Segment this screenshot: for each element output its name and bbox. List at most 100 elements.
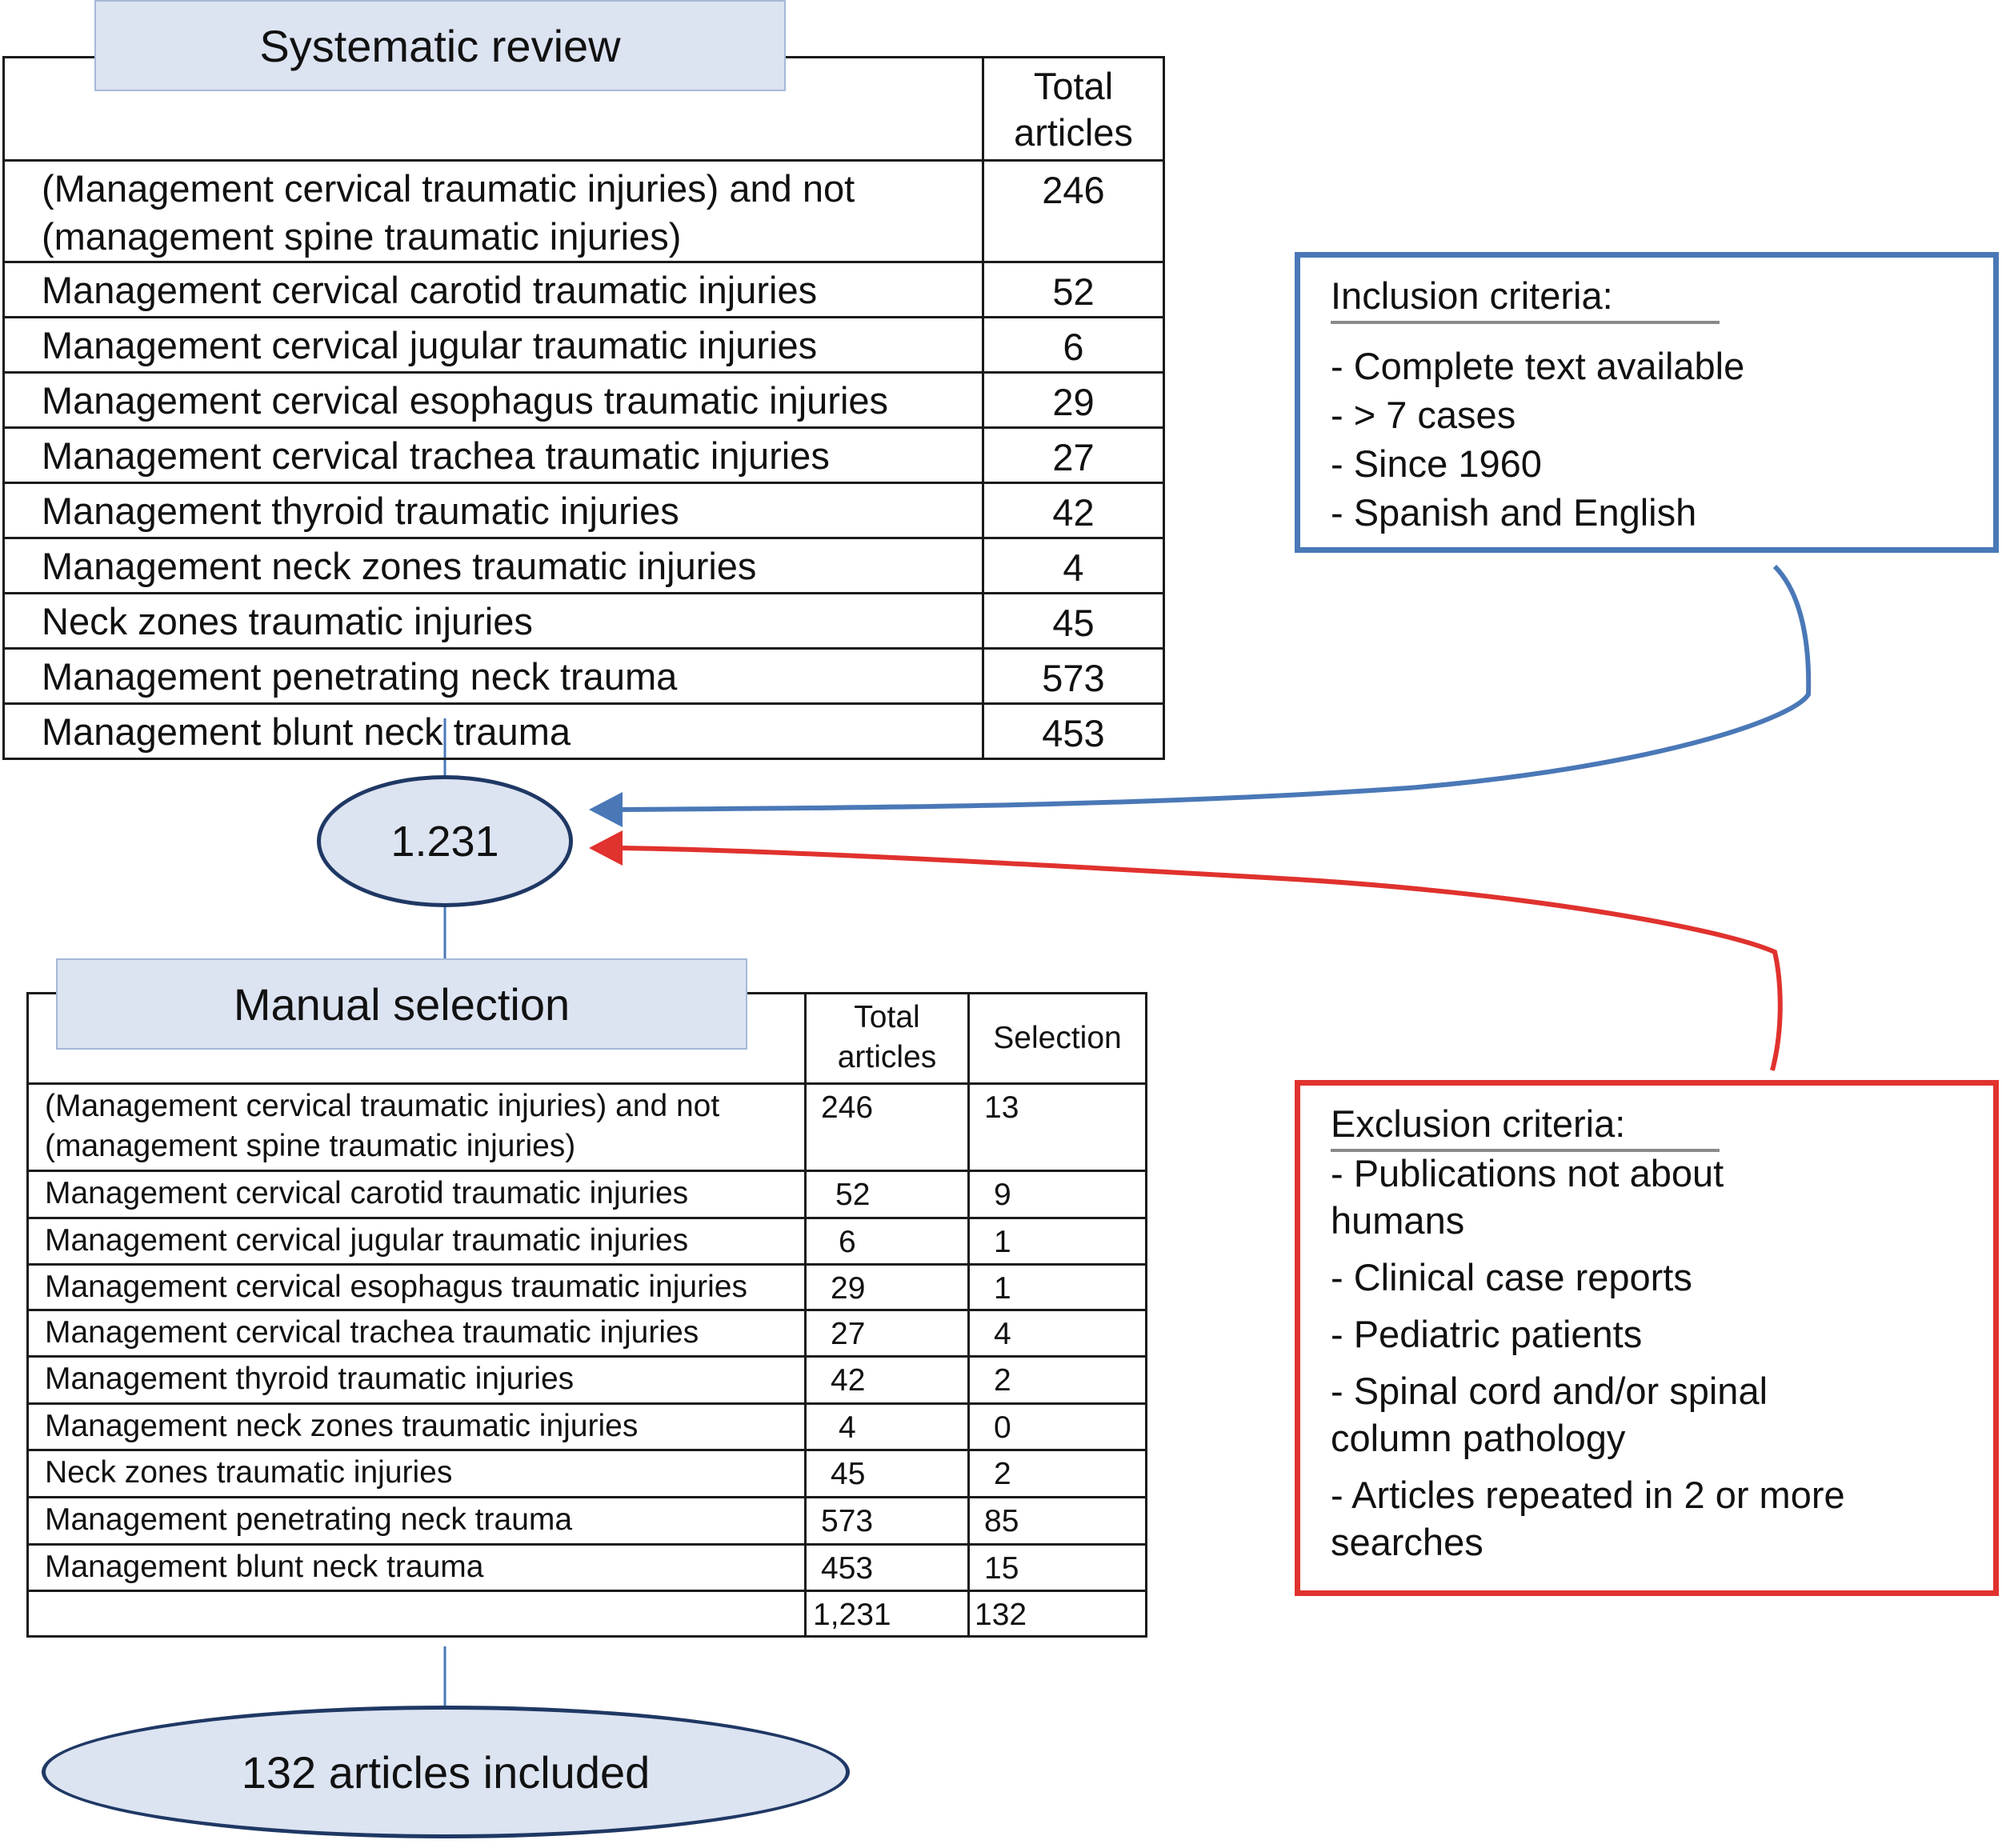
list-item: - Spanish and English	[1331, 491, 1697, 534]
inclusion-criteria-title: Inclusion criteria:	[1331, 274, 1720, 324]
sum-row-label	[26, 1590, 807, 1638]
list-item: - Spinal cord and/or spinal column patho…	[1331, 1370, 1768, 1459]
row-label: Neck zones traumatic injuries	[2, 592, 984, 650]
exclusion-criteria-title: Exclusion criteria:	[1331, 1102, 1720, 1152]
inclusion-criteria-box: Inclusion criteria: - Complete text avai…	[1295, 252, 1999, 553]
row-total: 6	[982, 316, 1165, 374]
list-item: - Pediatric patients	[1331, 1313, 1643, 1355]
row-selection: 13	[967, 1082, 1147, 1172]
list-item: - > 7 cases	[1331, 394, 1516, 436]
table-row: Management cervical trachea traumatic in…	[26, 1309, 1147, 1358]
row-label: Management neck zones traumatic injuries	[26, 1402, 807, 1451]
row-selection: 0	[967, 1402, 1147, 1451]
list-item: - Publications not about humans	[1331, 1152, 1724, 1242]
list-item: - Clinical case reports	[1331, 1256, 1692, 1298]
row-label: Management cervical jugular traumatic in…	[26, 1217, 807, 1266]
row-label: Management thyroid traumatic injuries	[2, 482, 984, 539]
table-row: Management cervical esophagus traumatic …	[26, 1263, 1147, 1311]
row-label: Management cervical carotid traumatic in…	[26, 1170, 807, 1219]
row-total: 246	[804, 1082, 970, 1172]
row-label: (Management cervical traumatic injuries)…	[26, 1082, 807, 1172]
row-selection: 2	[967, 1355, 1147, 1405]
row-total: 45	[804, 1449, 970, 1498]
row-label: Management cervical esophagus traumatic …	[2, 371, 984, 429]
table-row: Management cervical carotid traumatic in…	[2, 261, 1165, 318]
list-item: - Complete text available	[1331, 345, 1745, 387]
systematic-review-table: Total articles (Management cervical trau…	[2, 56, 1165, 760]
table-row: (Management cervical traumatic injuries)…	[26, 1082, 1147, 1172]
articles-included-text: 132 articles included	[241, 1746, 651, 1798]
row-total: 573	[982, 647, 1165, 705]
table-row: Management cervical jugular traumatic in…	[2, 316, 1165, 374]
inclusion-arrow	[615, 564, 1812, 812]
exclusion-arrowhead	[589, 830, 623, 866]
row-total: 453	[982, 702, 1165, 760]
manual-selection-table: Total articles Selection (Management cer…	[26, 992, 1147, 1638]
row-total: 4	[982, 537, 1165, 594]
row-total: 246	[982, 159, 1165, 263]
table-row: Management neck zones traumatic injuries…	[26, 1402, 1147, 1451]
row-label: Management cervical trachea traumatic in…	[26, 1309, 807, 1358]
row-total: 52	[982, 261, 1165, 318]
row-selection: 2	[967, 1449, 1147, 1498]
exclusion-criteria-box: Exclusion criteria: - Publications not a…	[1295, 1080, 1999, 1596]
articles-included-node: 132 articles included	[42, 1706, 850, 1838]
row-label: Management cervical esophagus traumatic …	[26, 1263, 807, 1311]
inclusion-criteria-list: - Complete text available - > 7 cases - …	[1331, 342, 1969, 537]
systematic-review-title: Systematic review	[94, 0, 786, 91]
table-row: Management cervical trachea traumatic in…	[2, 426, 1165, 484]
row-selection: 1	[967, 1263, 1147, 1311]
row-total: 45	[982, 592, 1165, 650]
row-label: Management blunt neck trauma	[2, 702, 984, 760]
row-total: 6	[804, 1217, 970, 1266]
sum-selection: 132	[967, 1590, 1147, 1638]
manual-selection-selection-header: Selection	[967, 992, 1147, 1085]
row-selection: 85	[967, 1496, 1147, 1546]
row-total: 27	[804, 1309, 970, 1358]
row-label: Management blunt neck trauma	[26, 1543, 807, 1592]
manual-selection-title-text: Manual selection	[233, 978, 571, 1030]
row-selection: 9	[967, 1170, 1147, 1219]
table-row: Management cervical esophagus traumatic …	[2, 371, 1165, 429]
total-articles-value: 1.231	[390, 817, 499, 866]
row-label: Management penetrating neck trauma	[2, 647, 984, 705]
systematic-review-title-text: Systematic review	[259, 20, 621, 71]
list-item: - Since 1960	[1331, 442, 1542, 485]
row-label: Management neck zones traumatic injuries	[2, 537, 984, 594]
row-total: 4	[804, 1402, 970, 1451]
manual-selection-total-header: Total articles	[804, 992, 970, 1085]
row-selection: 1	[967, 1217, 1147, 1266]
row-total: 42	[982, 482, 1165, 539]
row-label: Management thyroid traumatic injuries	[26, 1355, 807, 1405]
row-selection: 15	[967, 1543, 1147, 1592]
row-total: 29	[982, 371, 1165, 429]
row-label: Management cervical trachea traumatic in…	[2, 426, 984, 484]
row-total: 29	[804, 1263, 970, 1311]
table-row: (Management cervical traumatic injuries)…	[2, 159, 1165, 263]
table-row: Management cervical jugular traumatic in…	[26, 1217, 1147, 1266]
manual-selection-title: Manual selection	[56, 958, 747, 1050]
row-label: Management cervical carotid traumatic in…	[2, 261, 984, 318]
sum-total: 1,231	[804, 1590, 970, 1638]
exclusion-arrow	[615, 846, 1783, 1071]
exclusion-criteria-list: - Publications not about humans - Clinic…	[1331, 1150, 1969, 1575]
table-row: Management cervical carotid traumatic in…	[26, 1170, 1147, 1219]
row-selection: 4	[967, 1309, 1147, 1358]
systematic-review-total-header: Total articles	[982, 56, 1165, 162]
row-total: 453	[804, 1543, 970, 1592]
row-total: 27	[982, 426, 1165, 484]
total-articles-node: 1.231	[317, 775, 573, 907]
row-label: Management cervical jugular traumatic in…	[2, 316, 984, 374]
row-total: 573	[804, 1496, 970, 1546]
row-label: Neck zones traumatic injuries	[26, 1449, 807, 1498]
list-item: - Articles repeated in 2 or more searche…	[1331, 1474, 1845, 1563]
inclusion-arrowhead	[589, 792, 623, 827]
row-total: 42	[804, 1355, 970, 1405]
